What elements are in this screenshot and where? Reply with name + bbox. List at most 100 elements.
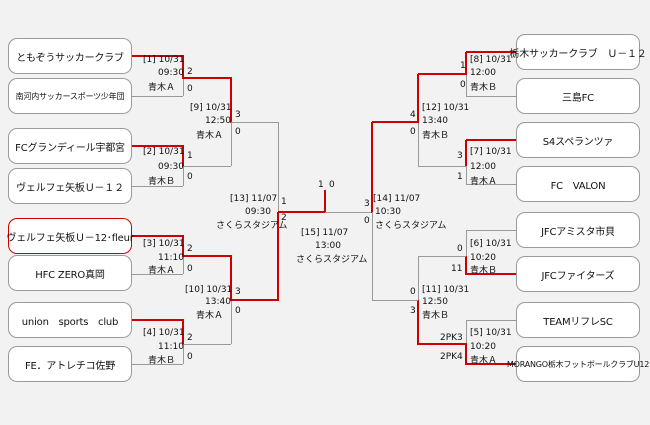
bracket-line [466, 96, 516, 97]
match-label: 13:00 [315, 241, 341, 251]
team-box: ヴェルフェ矢板Ｕ－１２ [8, 168, 132, 204]
team-box: TEAMリフレSC [516, 302, 640, 338]
team-box: S4スペランツァ [516, 122, 640, 158]
bracket-line [182, 320, 184, 345]
match-label: 2 [187, 67, 193, 77]
bracket-line [183, 166, 231, 167]
bracket-line [132, 145, 184, 147]
match-label: [2] 10/31 [143, 147, 185, 157]
match-label: 09:30 [158, 68, 184, 78]
match-label: さくらスタジアム [375, 221, 447, 231]
match-label: さくらスタジアム [296, 255, 368, 265]
match-label: 青木Ｂ [422, 131, 450, 141]
bracket-line [278, 211, 326, 213]
match-label: 2 [187, 244, 193, 254]
match-label: [15] 11/07 [301, 228, 349, 238]
bracket-line [466, 74, 467, 96]
match-label: 0 [457, 244, 463, 254]
match-label: [7] 10/31 [470, 147, 512, 157]
match-label: 12:50 [205, 116, 231, 126]
bracket-line [465, 140, 467, 167]
bracket-line [466, 166, 467, 184]
bracket-line [417, 300, 419, 345]
bracket-line [324, 190, 326, 213]
match-label: 3 [457, 151, 463, 161]
bracket-line [231, 299, 279, 301]
bracket-line [417, 74, 419, 123]
bracket-line [466, 139, 517, 141]
bracket-line [183, 166, 184, 186]
match-label: [5] 10/31 [470, 328, 512, 338]
bracket-line [465, 256, 467, 275]
bracket-line [466, 51, 517, 53]
team-box: 栃木サッカークラブ Ｕ－１２ [509, 34, 647, 70]
match-label: 1 [460, 61, 466, 71]
match-label: 3 [364, 199, 370, 209]
match-label: 0 [410, 127, 416, 137]
match-label: 0 [187, 84, 193, 94]
match-label: [4] 10/31 [143, 328, 185, 338]
match-label: 11:10 [158, 253, 184, 263]
bracket-line [277, 212, 279, 301]
bracket-line [132, 96, 183, 97]
bracket-line [182, 236, 184, 257]
match-label: [11] 10/31 [422, 285, 470, 295]
bracket-line [466, 363, 517, 365]
match-label: 11:10 [158, 342, 184, 352]
match-label: 2 [281, 213, 287, 223]
match-label: 4 [410, 110, 416, 120]
bracket-line [132, 55, 184, 57]
match-label: 2PK4 [440, 352, 463, 362]
team-box: MORANGO栃木フットボールクラブU12 [507, 346, 649, 382]
match-label: 1 [187, 151, 193, 161]
team-box: 三島FC [516, 78, 640, 114]
match-label: [1] 10/31 [143, 55, 185, 65]
bracket-line [230, 78, 232, 123]
match-label: 青木Ｂ [148, 177, 176, 187]
bracket-line [465, 344, 467, 365]
bracket-line [183, 344, 184, 364]
bracket-line [418, 256, 419, 300]
bracket-line [183, 78, 184, 96]
bracket-line [231, 122, 232, 166]
match-label: 青木Ａ [470, 356, 498, 366]
match-label: 3 [235, 110, 241, 120]
team-box: HFC ZERO真岡 [8, 255, 132, 291]
match-label: [6] 10/31 [470, 239, 512, 249]
match-label: さくらスタジアム [216, 221, 288, 231]
match-label: 2 [187, 333, 193, 343]
bracket-line [466, 320, 516, 321]
match-label: 10:20 [470, 253, 496, 263]
bracket-line [132, 319, 184, 321]
match-label: 0 [364, 216, 370, 226]
team-box: JFCアミスタ市貝 [516, 212, 640, 248]
match-label: 青木Ｂ [470, 266, 498, 276]
bracket-line [182, 56, 184, 79]
bracket-line [325, 212, 372, 213]
match-label: 0 [410, 287, 416, 297]
match-label: 13:40 [422, 116, 448, 126]
match-label: 青木Ｂ [148, 356, 176, 366]
match-label: 13:40 [205, 297, 231, 307]
match-label: 0 [187, 172, 193, 182]
bracket-line [132, 274, 183, 275]
match-label: [10] 10/31 [185, 285, 233, 295]
bracket-line [182, 146, 184, 167]
bracket-line [183, 77, 232, 79]
bracket-line [466, 273, 517, 275]
bracket-line [372, 212, 373, 300]
match-label: 青木Ａ [148, 266, 176, 276]
match-label: 12:50 [422, 297, 448, 307]
match-label: [8] 10/31 [470, 55, 512, 65]
match-label: 1 [318, 180, 324, 190]
bracket-line [466, 320, 467, 344]
match-label: [12] 10/31 [422, 103, 470, 113]
match-label: 3 [410, 306, 416, 316]
bracket-line [183, 344, 231, 345]
match-label: 10:20 [470, 342, 496, 352]
match-label: 青木Ａ [196, 131, 224, 141]
bracket-line [231, 300, 232, 344]
match-label: 1 [281, 197, 287, 207]
match-label: 2PK3 [440, 333, 463, 343]
